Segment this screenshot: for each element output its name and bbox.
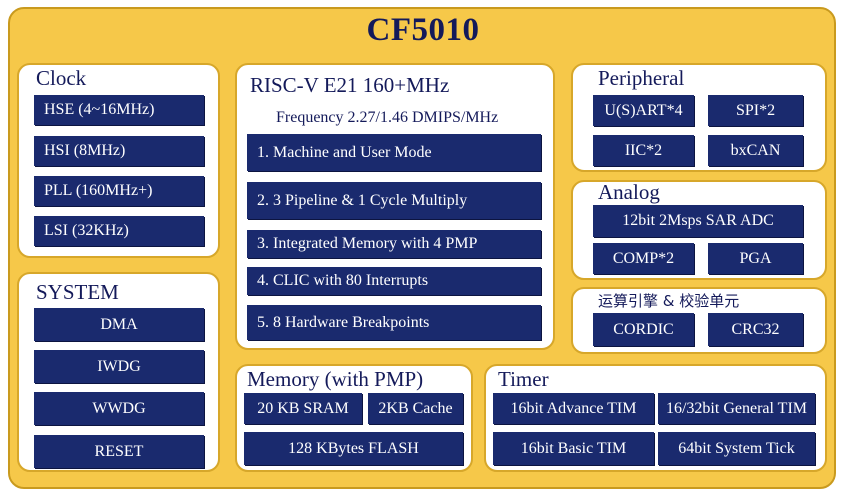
system-wwdg-box: WWDG: [34, 392, 204, 425]
core-feature-4: 4. CLIC with 80 Interrupts: [247, 267, 541, 295]
clock-title: Clock: [36, 66, 87, 90]
analog-pga-box: PGA: [708, 243, 803, 274]
chip-title: CF5010: [366, 12, 480, 48]
peripheral-title: Peripheral: [598, 66, 685, 90]
timer-systick-box: 64bit System Tick: [658, 432, 815, 465]
peripheral-usart-box: U(S)ART*4: [593, 95, 694, 126]
peripheral-iic-box: IIC*2: [593, 135, 694, 166]
core-frequency: Frequency 2.27/1.46 DMIPS/MHz: [276, 109, 499, 126]
accel-title: 运算引擎 & 校验单元: [598, 292, 740, 310]
clock-hsi-box: HSI (8MHz): [34, 136, 204, 166]
system-dma-box: DMA: [34, 308, 204, 341]
timer-advance-box: 16bit Advance TIM: [493, 393, 654, 424]
timer-title: Timer: [498, 367, 549, 391]
timer-general-box: 16/32bit General TIM: [658, 393, 815, 424]
system-reset-box: RESET: [34, 435, 204, 468]
memory-flash-box: 128 KBytes FLASH: [244, 432, 463, 465]
analog-comp-box: COMP*2: [593, 243, 694, 274]
peripheral-spi-box: SPI*2: [708, 95, 803, 126]
core-title: RISC-V E21 160+MHz: [250, 73, 450, 97]
clock-lsi-box: LSI (32KHz): [34, 216, 204, 246]
timer-basic-box: 16bit Basic TIM: [493, 432, 654, 465]
memory-cache-box: 2KB Cache: [368, 393, 463, 424]
memory-title: Memory (with PMP): [247, 367, 424, 391]
peripheral-bxcan-box: bxCAN: [708, 135, 803, 166]
core-feature-3: 3. Integrated Memory with 4 PMP: [247, 230, 541, 258]
system-iwdg-box: IWDG: [34, 350, 204, 383]
clock-hse-box: HSE (4~16MHz): [34, 95, 204, 125]
core-feature-5: 5. 8 Hardware Breakpoints: [247, 305, 541, 340]
core-feature-2: 2. 3 Pipeline & 1 Cycle Multiply: [247, 182, 541, 219]
memory-sram-box: 20 KB SRAM: [244, 393, 362, 424]
analog-title: Analog: [598, 180, 660, 204]
analog-adc-box: 12bit 2Msps SAR ADC: [593, 205, 803, 237]
core-feature-1: 1. Machine and User Mode: [247, 134, 541, 171]
system-title: SYSTEM: [36, 280, 119, 304]
clock-pll-box: PLL (160MHz+): [34, 176, 204, 206]
accel-crc32-box: CRC32: [708, 313, 803, 346]
accel-cordic-box: CORDIC: [593, 313, 694, 346]
